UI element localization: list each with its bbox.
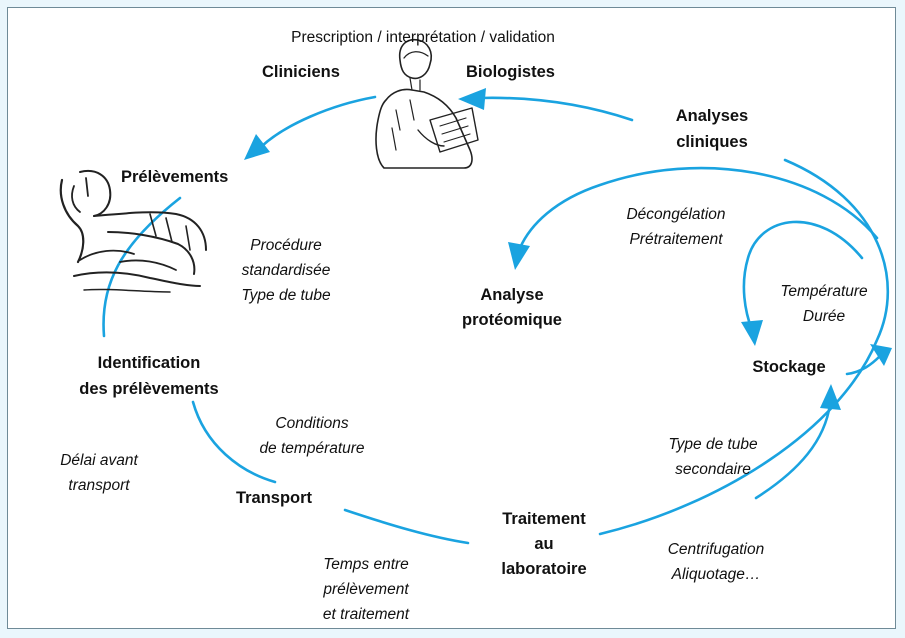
label-procedure-line2: standardisée [242, 262, 331, 279]
arrowhead-prelevements [244, 134, 270, 160]
arc-traitement-to-stockage [754, 402, 832, 500]
label-analyses-line1: Analyses [676, 107, 748, 125]
arrowhead-stockage-bottom [820, 384, 841, 410]
label-conditions-line2: de température [259, 440, 364, 457]
arrowhead-biologistes [458, 88, 486, 110]
arrowhead-stockage-right [870, 344, 892, 366]
label-aliquotage: Aliquotage… [671, 566, 761, 583]
label-centrifugation-line1: Centrifugation [668, 541, 765, 558]
label-traitement-line2: au [534, 535, 553, 553]
label-duree: Durée [803, 308, 846, 325]
label-temps-line3: et traitement [323, 606, 410, 623]
arc-identification-to-transport [191, 400, 277, 484]
arc-cliniciens-to-prelevements [260, 95, 377, 148]
arc-transport-to-traitement [343, 508, 470, 545]
arrowhead-stockage [741, 320, 763, 346]
label-stockage: Stockage [752, 358, 825, 376]
top-caption: Prescription / interprétation / validati… [291, 29, 555, 46]
label-proteomique-line1: Analyse [480, 286, 543, 304]
arc-analyses-to-biologistes [478, 96, 634, 122]
label-temperature-line1: Température [780, 283, 868, 300]
arrowhead-proteomique [508, 242, 530, 270]
label-temps-line2: prélèvement [322, 581, 409, 598]
label-decongelation-line1: Décongélation [626, 206, 725, 223]
label-biologistes: Biologistes [466, 63, 555, 81]
label-delai-line1: Délai avant [60, 452, 138, 469]
label-identification-line1: Identification [98, 354, 201, 372]
label-proteomique-line2: protéomique [462, 311, 562, 329]
label-conditions-line1: Conditions [275, 415, 348, 432]
arc-prelevements-to-identification [102, 196, 182, 338]
label-traitement-line3: laboratoire [501, 560, 586, 578]
arc-to-stockage [742, 220, 864, 332]
arc-traitement-to-analyses [598, 158, 890, 536]
label-delai-line2: transport [68, 477, 130, 494]
label-prelevements: Prélèvements [121, 168, 228, 186]
patient-illustration [59, 170, 207, 293]
label-decongelation-line2: Prétraitement [629, 231, 723, 248]
label-identification-line2: des prélèvements [79, 380, 218, 398]
doctor-illustration [375, 38, 479, 169]
label-temps-line1: Temps entre [323, 556, 409, 573]
label-procedure-line1: Procédure [250, 237, 322, 254]
label-tube-secondaire-line1: Type de tube [668, 436, 758, 453]
label-cliniciens: Cliniciens [262, 63, 340, 81]
label-procedure-line3: Type de tube [241, 287, 331, 304]
label-analyses-line2: cliniques [676, 133, 748, 151]
label-traitement-line1: Traitement [502, 510, 586, 528]
label-tube-secondaire-line2: secondaire [675, 461, 751, 478]
label-transport: Transport [236, 489, 313, 507]
arc-stockage-right [845, 354, 882, 376]
arc-to-proteomique [518, 166, 879, 250]
